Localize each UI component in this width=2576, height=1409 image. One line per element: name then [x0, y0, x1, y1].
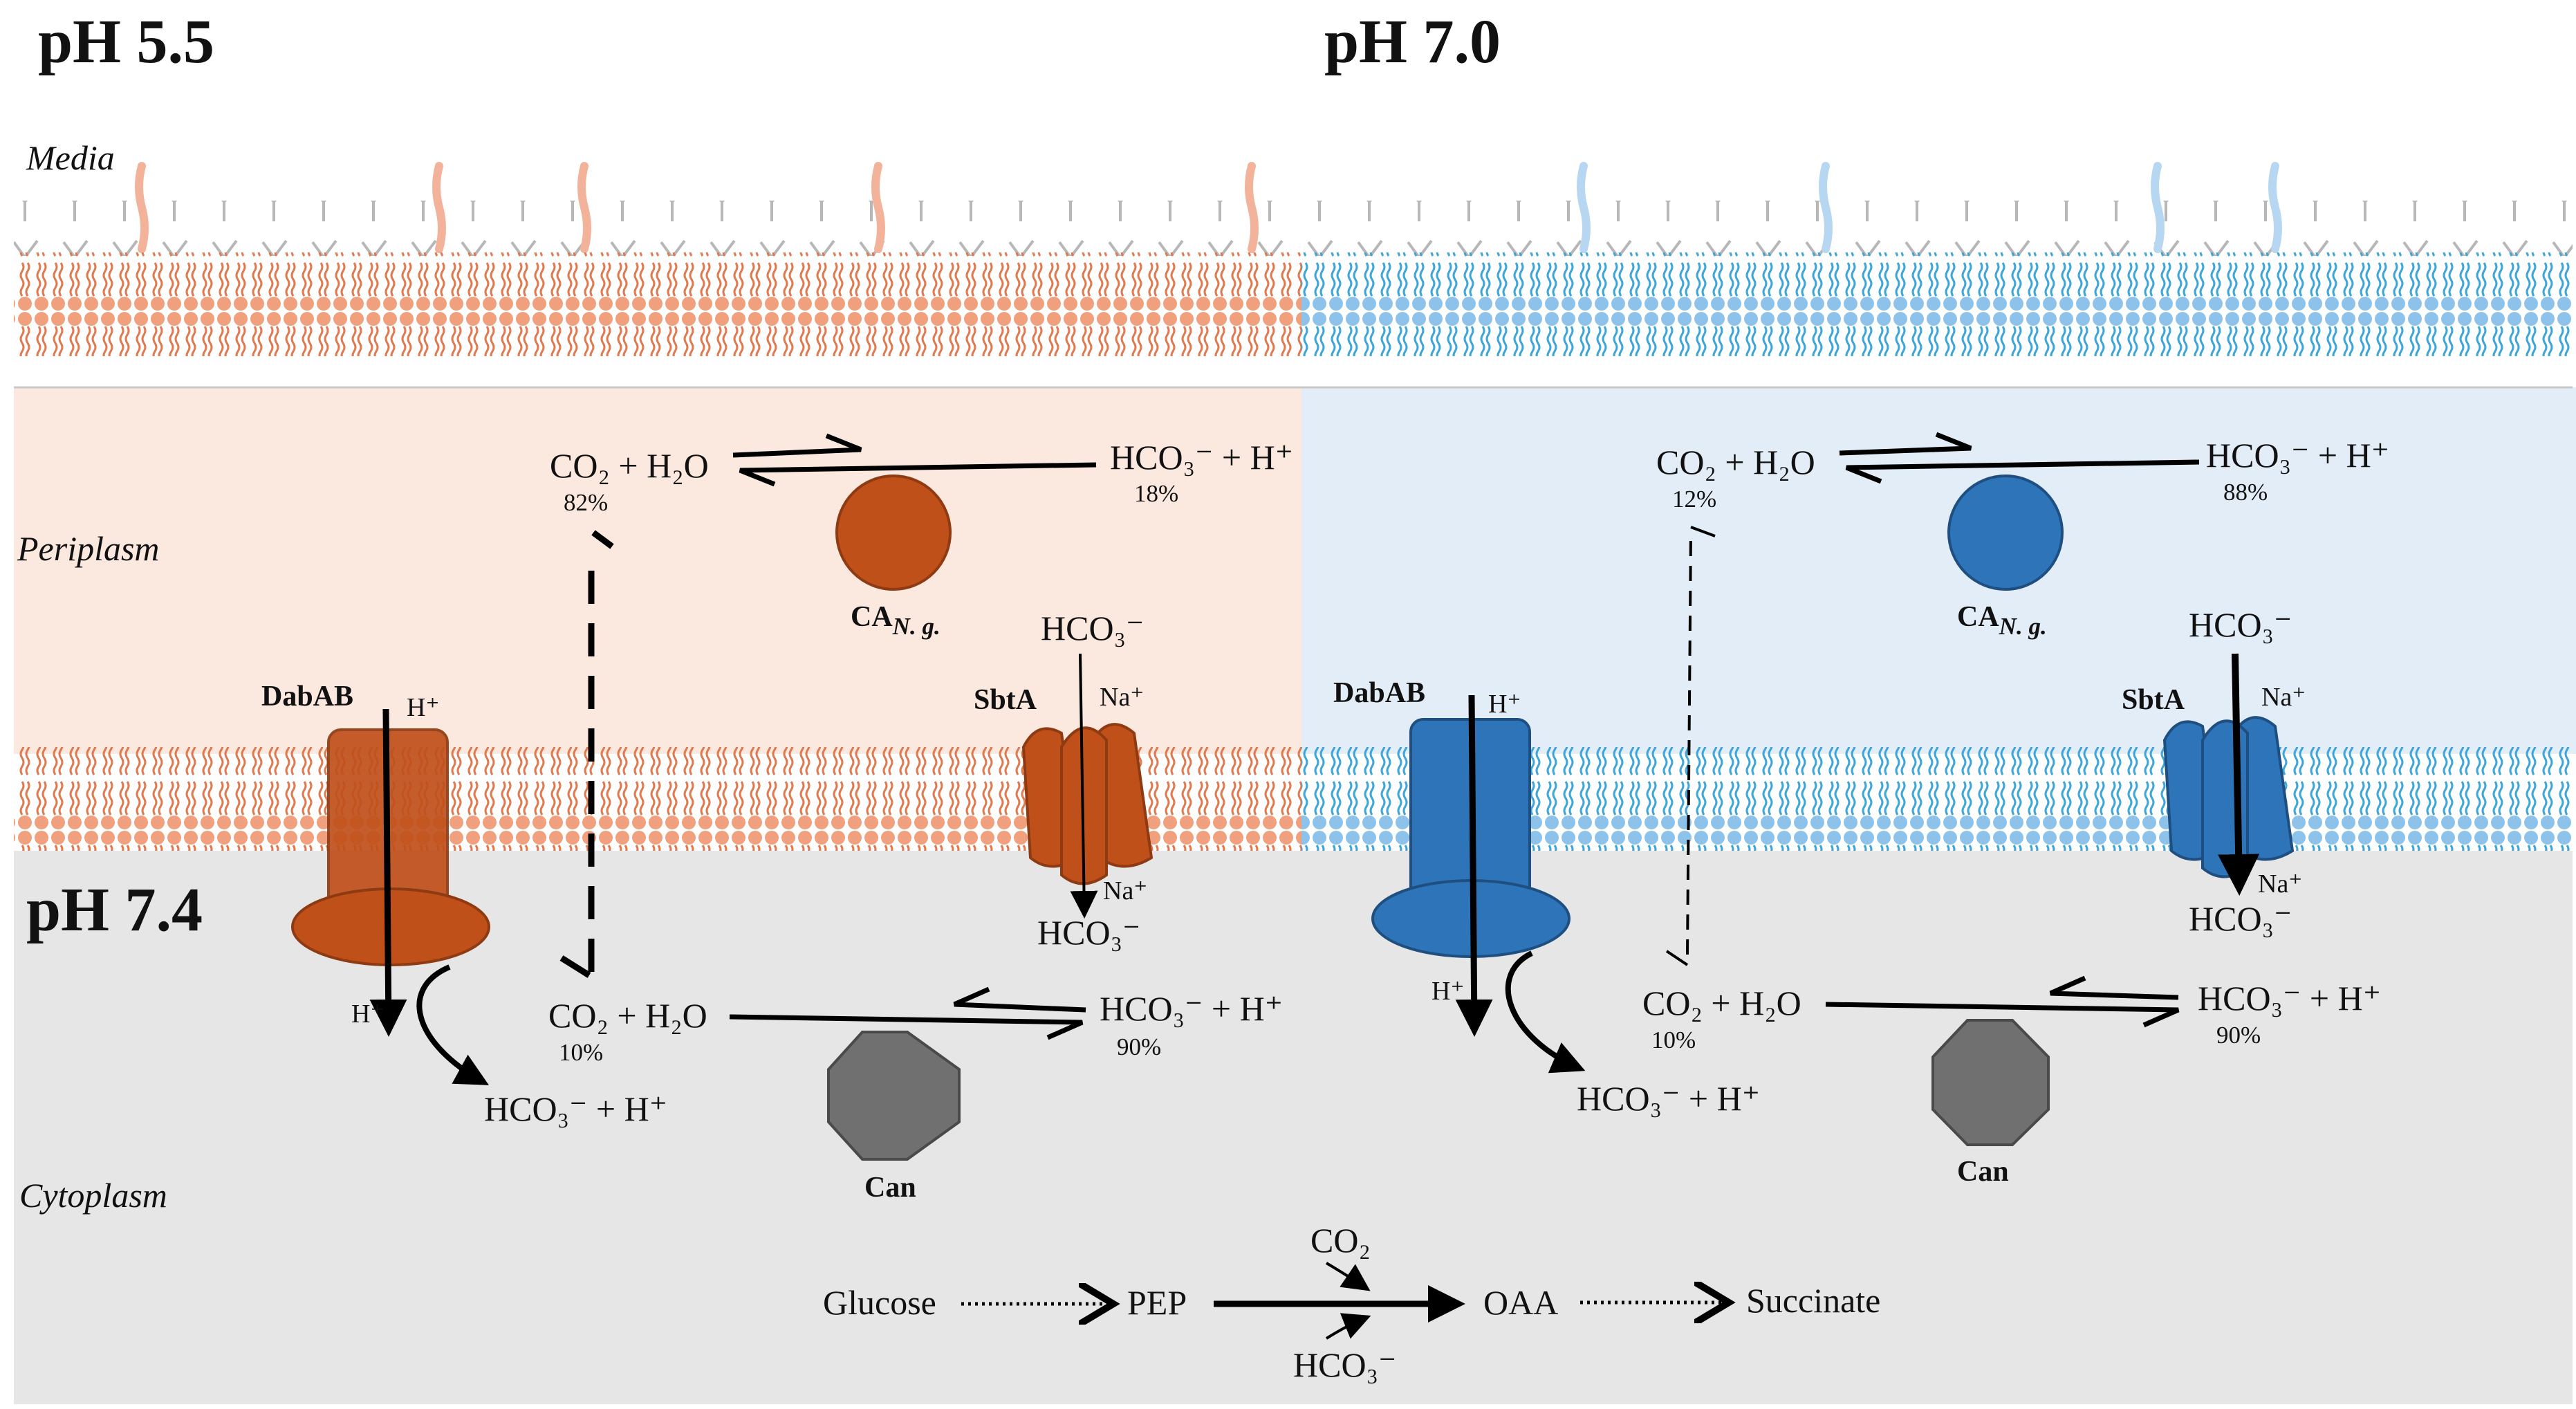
o-antigen-left	[135, 162, 1259, 253]
right-peri-rhs-pct: 88%	[2223, 479, 2268, 506]
right-cyto-lhs: CO₂ + H₂O	[1642, 984, 1801, 1022]
right-peri-equilibrium-arrow	[1839, 432, 2200, 484]
right-dabab-h-in: H⁺	[1488, 690, 1521, 719]
right-co2-diffusion-head	[1690, 526, 1716, 537]
left-peri-equilibrium-arrow	[732, 433, 1097, 487]
left-peri-rhs-pct: 18%	[1134, 480, 1178, 507]
left-can-enzyme	[827, 1031, 961, 1161]
left-cyto-rhs: HCO₃⁻ + H⁺	[1100, 989, 1283, 1028]
right-peri-lhs: CO₂ + H₂O	[1656, 443, 1815, 481]
left-ca-label: CAN. g.	[851, 601, 940, 640]
left-co2-diffusion-head	[591, 530, 614, 549]
left-ph-label: pH 5.5	[38, 8, 214, 76]
right-dabab-curved-arrow	[1505, 950, 1586, 1074]
pathway-hco3: HCO₃⁻	[1293, 1345, 1396, 1384]
pathway-oaa: OAA	[1483, 1283, 1558, 1322]
left-peri-lhs-pct: 82%	[564, 489, 608, 516]
pathway-hco3-arrow	[1325, 1313, 1371, 1340]
right-sbta-out: HCO₃⁻	[2189, 899, 2292, 938]
left-cyto-lhs-pct: 10%	[559, 1039, 603, 1066]
pathway-pep: PEP	[1127, 1283, 1187, 1322]
right-dabab-label: DabAB	[1333, 677, 1425, 709]
right-cyto-rhs-pct: 90%	[2216, 1022, 2261, 1049]
left-dabab-h-out: H⁺	[351, 1000, 384, 1029]
left-peri-lhs: CO₂ + H₂O	[550, 446, 709, 485]
right-sbta-label: SbtA	[2122, 684, 2185, 716]
o-antigen-right	[1577, 162, 2282, 253]
left-sbta-transporter	[1021, 723, 1153, 885]
right-can-label: Can	[1957, 1156, 2009, 1188]
right-peri-lhs-pct: 12%	[1672, 486, 1716, 513]
right-dabab-proton-arrow	[1455, 694, 1493, 1037]
left-sbta-arrow	[1070, 653, 1098, 919]
cytoplasm-ph-label: pH 7.4	[26, 876, 203, 944]
pathway-co2: CO₂	[1310, 1221, 1371, 1260]
right-ca-label: CAN. g.	[1957, 601, 2047, 640]
right-ca-enzyme	[1947, 475, 2064, 591]
left-dabab-product: HCO₃⁻ + H⁺	[484, 1089, 667, 1128]
left-cyto-equilibrium-arrow	[729, 986, 1086, 1040]
left-dabab-h-in: H⁺	[407, 693, 440, 722]
media-label: Media	[26, 138, 115, 177]
left-sbta-out: HCO₃⁻	[1037, 913, 1140, 952]
right-outer-membrane	[1301, 252, 2573, 356]
left-can-label: Can	[864, 1172, 916, 1204]
right-peri-rhs: HCO₃⁻ + H⁺	[2206, 436, 2389, 475]
pathway-co2-arrow	[1325, 1262, 1371, 1291]
right-sbta-arrow	[2218, 653, 2260, 896]
pathway-succinate: Succinate	[1746, 1281, 1880, 1320]
left-co2-diffusion-tail	[559, 955, 591, 978]
left-periplasm-region	[14, 387, 1301, 754]
right-sbta-na-out: Na⁺	[2258, 869, 2302, 899]
pathway-glucose: Glucose	[823, 1283, 936, 1322]
right-dabab-product: HCO₃⁻ + H⁺	[1577, 1079, 1760, 1118]
cytoplasm-label: Cytoplasm	[19, 1176, 167, 1215]
periplasm-label: Periplasm	[17, 529, 160, 568]
right-cyto-equilibrium-arrow	[1825, 975, 2180, 1028]
right-sbta-na-in: Na⁺	[2261, 683, 2306, 712]
right-dabab-h-out: H⁺	[1431, 977, 1465, 1006]
left-sbta-na-out: Na⁺	[1103, 876, 1147, 905]
right-can-enzyme	[1931, 1019, 2050, 1146]
left-dabab-proton-arrow	[369, 708, 407, 1037]
lps-layer	[14, 201, 2573, 256]
left-sbta-in: HCO₃⁻	[1041, 609, 1144, 647]
right-sbta-in: HCO₃⁻	[2189, 605, 2292, 644]
right-cyto-rhs: HCO₃⁻ + H⁺	[2198, 979, 2381, 1017]
left-cyto-lhs: CO₂ + H₂O	[548, 996, 707, 1035]
right-ph-label: pH 7.0	[1324, 8, 1501, 76]
left-dabab-label: DabAB	[261, 681, 353, 712]
left-ca-enzyme	[835, 475, 952, 591]
left-sbta-na-in: Na⁺	[1100, 683, 1144, 712]
right-co2-diffusion-tail	[1665, 950, 1689, 966]
left-dabab-curved-arrow	[416, 964, 490, 1085]
left-peri-rhs: HCO₃⁻ + H⁺	[1110, 438, 1293, 477]
left-cyto-rhs-pct: 90%	[1117, 1033, 1161, 1060]
right-co2-diffusion	[1686, 532, 1692, 955]
right-cyto-lhs-pct: 10%	[1651, 1026, 1696, 1053]
right-sbta-transporter	[2162, 716, 2295, 878]
left-sbta-label: SbtA	[974, 684, 1037, 716]
left-outer-membrane	[14, 252, 1301, 356]
